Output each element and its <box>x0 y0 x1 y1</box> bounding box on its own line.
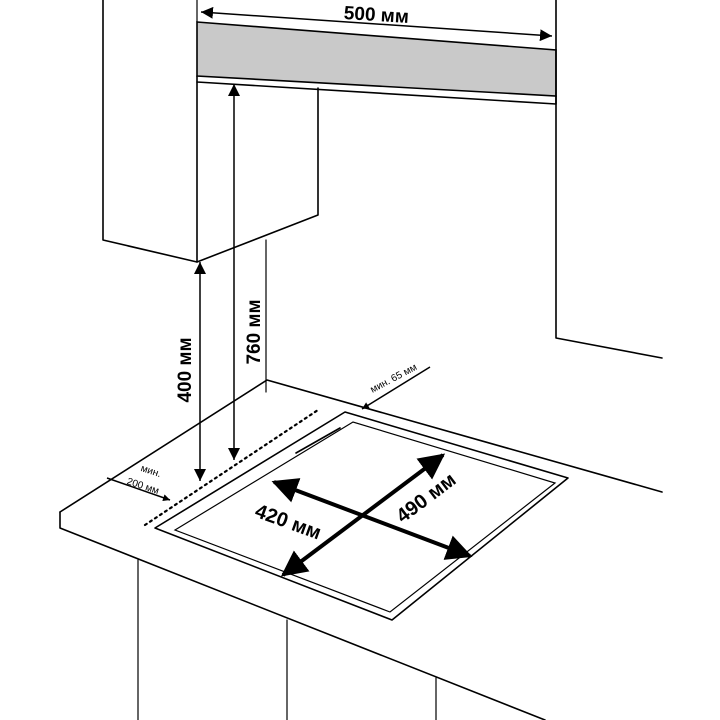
label-min-200-line2: 200 мм <box>125 476 160 497</box>
label-760: 760 мм <box>244 299 265 364</box>
label-490: 490 мм <box>392 469 460 528</box>
label-500: 500 мм <box>343 3 409 28</box>
label-400: 400 мм <box>175 337 196 402</box>
label-min-200-line1: мин. <box>139 463 162 480</box>
dimension-min-side: мин. 200 мм <box>106 463 171 501</box>
dimension-hood-to-worktop: 760 мм <box>228 84 265 460</box>
cooker-hood <box>196 21 557 105</box>
worktop <box>59 379 663 720</box>
dimension-min-back: мин. 65 мм <box>361 362 431 410</box>
dimension-hood-width: 500 мм <box>196 0 553 42</box>
label-420: 420 мм <box>252 500 324 544</box>
right-wall-cabinet <box>555 0 663 359</box>
dimension-cutout-depth: 490 мм <box>280 453 460 577</box>
dimension-cabinet-to-worktop: 400 мм <box>175 262 206 481</box>
clearance-guides <box>143 408 320 527</box>
